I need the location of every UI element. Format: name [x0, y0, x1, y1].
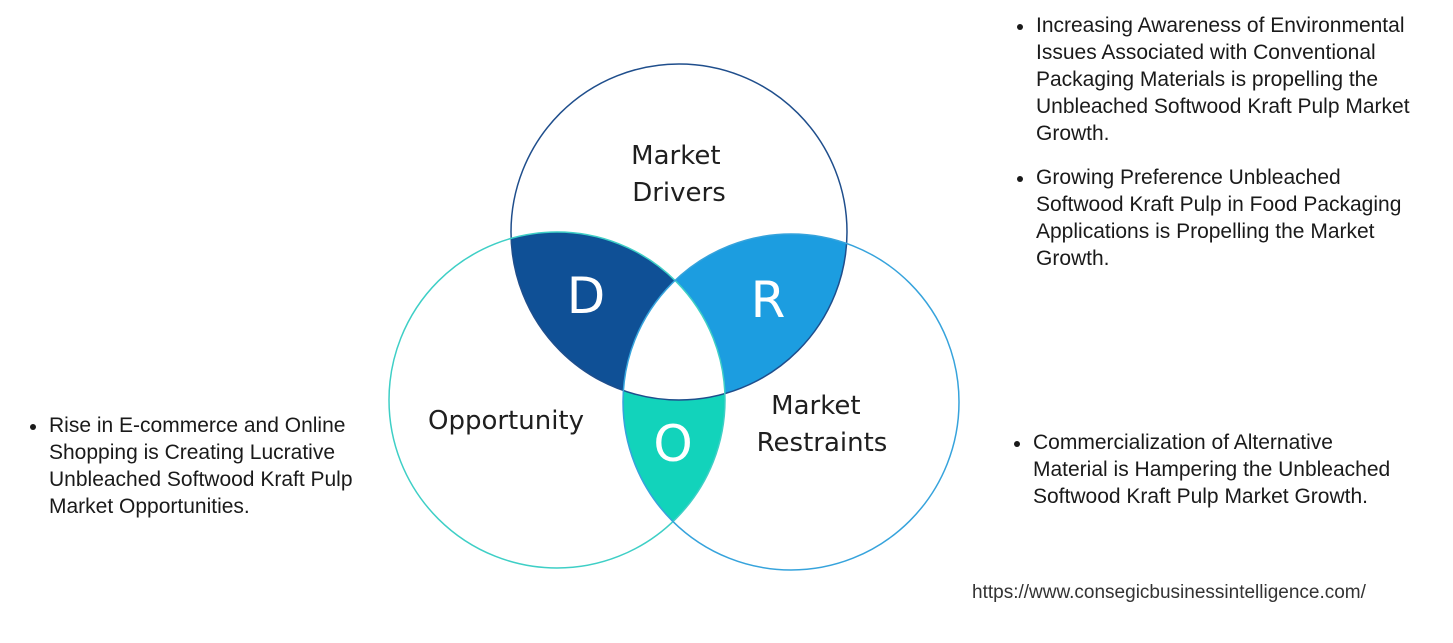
list-item: Rise in E-commerce and Online Shopping i…: [29, 412, 359, 520]
restraints-bullet-list: Commercialization of Alternative Materia…: [1013, 429, 1413, 527]
opportunity-bullet-list: Rise in E-commerce and Online Shopping i…: [29, 412, 359, 537]
drivers-restraints-overlap: [623, 234, 847, 400]
drivers-circle: [510, 63, 848, 401]
restraints-label: Market Restraints: [757, 391, 888, 458]
d-letter: D: [567, 267, 606, 325]
drivers-opportunity-overlap: [511, 232, 725, 400]
r-letter: R: [751, 271, 786, 329]
list-item: Commercialization of Alternative Materia…: [1013, 429, 1413, 510]
restraints-circle: [622, 233, 960, 571]
opportunity-label: Opportunity: [428, 406, 584, 436]
list-item: Growing Preference Unbleached Softwood K…: [1016, 164, 1426, 272]
list-item: Increasing Awareness of Environmental Is…: [1016, 12, 1426, 147]
drivers-bullet-list: Increasing Awareness of Environmental Is…: [1016, 12, 1426, 289]
drivers-label: Market Drivers: [631, 141, 729, 208]
opportunity-circle: [388, 231, 726, 569]
source-url: https://www.consegicbusinessintelligence…: [972, 582, 1366, 603]
o-letter: O: [653, 415, 692, 473]
